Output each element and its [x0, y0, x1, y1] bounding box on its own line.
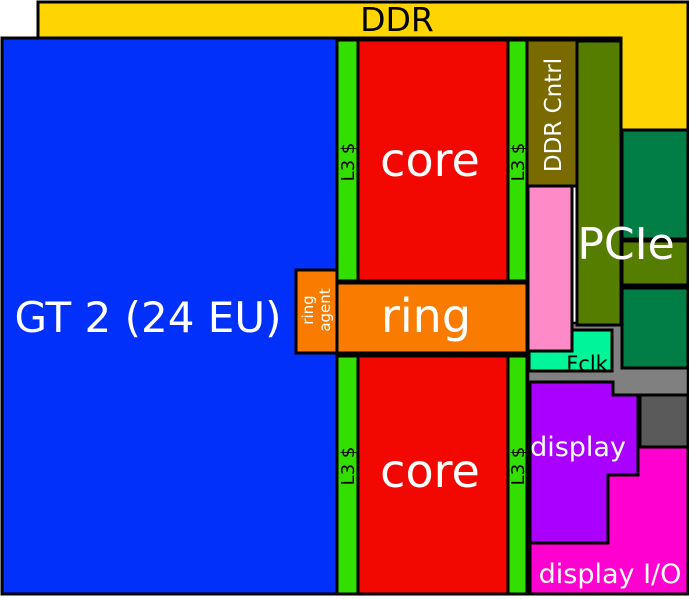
pcie-strip-block [575, 39, 623, 327]
ring-agent-label-line1: ring [299, 295, 317, 324]
ddr-cntrl-block [525, 38, 579, 188]
l3-lower-right-label: L3 $ [508, 447, 529, 486]
ring-agent-label-line2: agent [316, 288, 334, 331]
ddr-cntrl-label: DDR Cntrl [541, 58, 567, 172]
dark-green-block-lower [620, 286, 689, 370]
l3-upper-right-label: L3 $ [508, 143, 529, 182]
ddr-label: DDR [360, 0, 434, 39]
l3-upper-left-label: L3 $ [338, 143, 359, 182]
pink-block [526, 184, 574, 353]
pcie-label: PCIe [577, 219, 674, 270]
gt2-label: GT 2 (24 EU) [15, 293, 282, 342]
l3-lower-left-label: L3 $ [338, 447, 359, 486]
ring-label: ring [381, 289, 471, 343]
display-io-block [528, 445, 689, 596]
core-lower-label: core [380, 444, 480, 498]
core-upper-label: core [380, 133, 480, 187]
display-label: display [530, 432, 626, 463]
dark-green-block-upper [620, 128, 689, 241]
l3-strip-lower-right [506, 354, 529, 596]
fclk-label: Fclk [566, 352, 608, 376]
dark-gray-block [638, 393, 689, 449]
ring-block [335, 281, 529, 355]
display-io-label: display I/O [539, 559, 682, 590]
pcie-band-block [620, 239, 689, 287]
